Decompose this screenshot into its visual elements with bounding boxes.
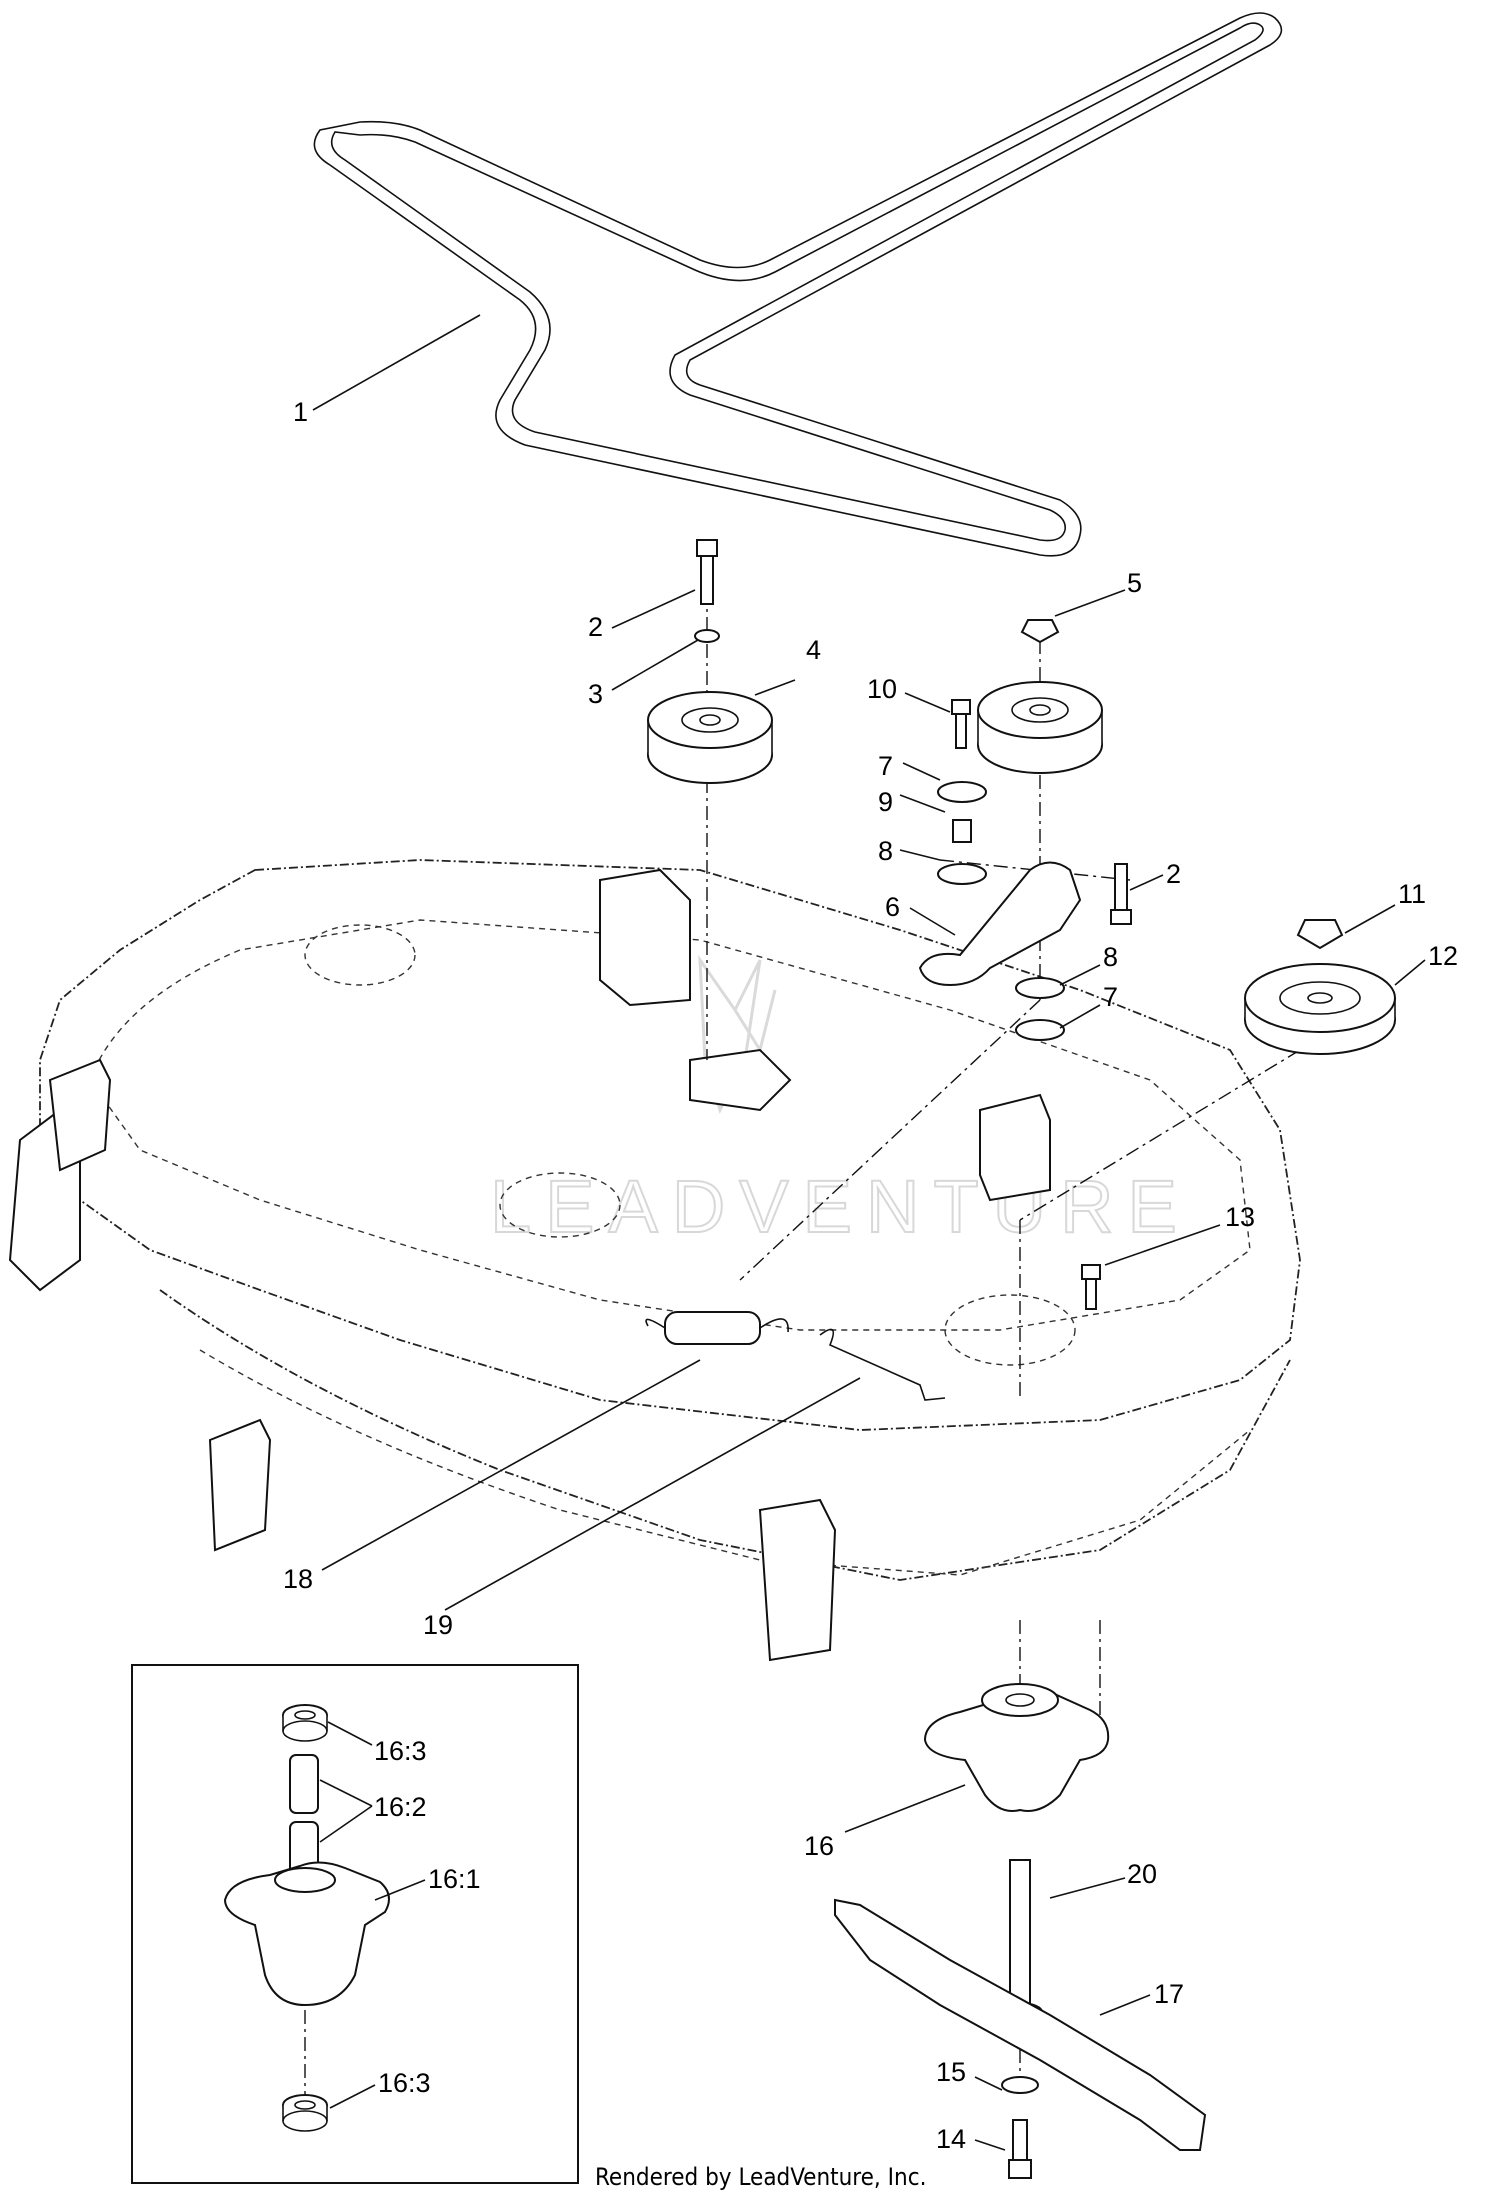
watermark-text: LEADVENTURE (490, 1165, 1191, 1248)
callout-15: 15 (936, 2057, 966, 2087)
callouts: 1 2 3 4 5 10 7 9 8 2 6 11 12 8 7 13 18 1… (283, 397, 1458, 2154)
callout-10: 10 (867, 674, 897, 704)
watermark: LEADVENTURE (489, 954, 1191, 1249)
inset-callout-16-3-bottom: 16:3 (378, 2068, 431, 2098)
washer-8-bottom (1015, 977, 1065, 999)
inset-spindle-detail (131, 1664, 579, 2184)
spindle-pulley-12 (1244, 963, 1396, 1055)
bolt-14 (1008, 2119, 1032, 2179)
inset-callout-16-3-top: 16:3 (374, 1736, 427, 1766)
spacer-9 (952, 819, 972, 843)
spindle-16 (923, 1683, 1110, 1812)
callout-4: 4 (806, 635, 821, 665)
callout-17: 17 (1154, 1979, 1184, 2009)
inset-callout-16-1: 16:1 (428, 1864, 481, 1894)
idler-pulley-right (977, 681, 1103, 774)
belt (313, 12, 1283, 557)
washer-7-top (937, 781, 987, 803)
blade-17 (834, 1898, 1207, 2151)
washer-8-top (937, 863, 987, 885)
washer-3 (694, 629, 720, 643)
bolt-10 (951, 699, 971, 749)
callout-7-top: 7 (878, 751, 893, 781)
bolt-2-right (1110, 863, 1132, 925)
callout-13: 13 (1225, 1202, 1255, 1232)
callout-3: 3 (588, 679, 603, 709)
callout-12: 12 (1428, 941, 1458, 971)
spring-18 (645, 1311, 789, 1345)
callout-5: 5 (1127, 568, 1142, 598)
leader-lines (312, 314, 1426, 2151)
mower-deck (8, 859, 1301, 1662)
washer-7-bottom (1015, 1019, 1065, 1041)
render-credit: Rendered by LeadVenture, Inc. (595, 2163, 926, 2191)
callout-7-bottom: 7 (1103, 982, 1118, 1012)
assembly-lines (706, 590, 1301, 2080)
callout-2-right: 2 (1166, 859, 1181, 889)
callout-2-left: 2 (588, 612, 603, 642)
callout-11: 11 (1398, 879, 1426, 909)
callout-16: 16 (804, 1831, 834, 1861)
callout-6: 6 (885, 892, 900, 922)
rod-19 (819, 1328, 946, 1401)
callout-8-bottom: 8 (1103, 942, 1118, 972)
callout-9: 9 (878, 787, 893, 817)
callout-18: 18 (283, 1564, 313, 1594)
inset-callout-16-2: 16:2 (374, 1792, 427, 1822)
callout-14: 14 (936, 2124, 966, 2154)
nut-11 (1296, 919, 1344, 950)
idler-arm-6 (918, 861, 1082, 987)
callout-19: 19 (423, 1610, 453, 1640)
callout-1: 1 (293, 397, 308, 427)
callout-20: 20 (1127, 1859, 1157, 1889)
washer-15 (1001, 2076, 1039, 2094)
callout-8-top: 8 (878, 836, 893, 866)
nut-5 (1020, 619, 1060, 644)
idler-pulley-4 (647, 691, 773, 784)
bolt-2-left (696, 539, 718, 605)
bolt-13 (1081, 1264, 1101, 1310)
idler-bracket (979, 1093, 1051, 1202)
